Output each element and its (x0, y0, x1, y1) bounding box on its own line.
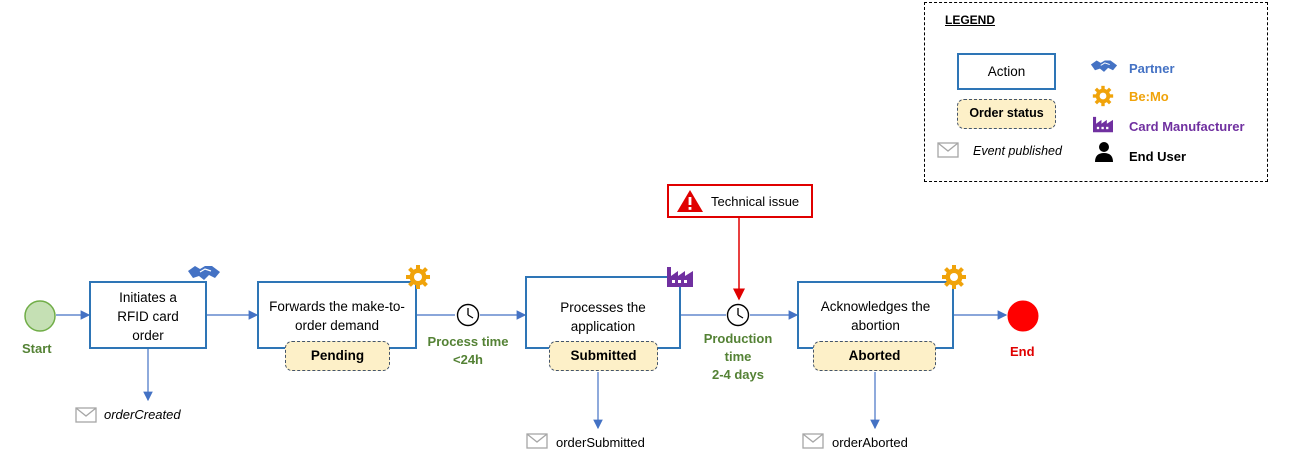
event-order-created: orderCreated (104, 407, 181, 422)
factory-icon (1093, 116, 1113, 133)
timer-label-line: Production (703, 331, 773, 346)
action-label: Acknowledges the abortion (820, 299, 931, 333)
start-node (24, 300, 56, 332)
end-label: End (1010, 344, 1035, 359)
status-badge-pending: Pending (285, 341, 390, 371)
legend-title: LEGEND (945, 13, 996, 27)
legend-action-label: Action (987, 64, 1026, 79)
legend-role-card-manufacturer: Card Manufacturer (1129, 119, 1245, 134)
envelope-icon (937, 142, 959, 158)
handshake-icon (188, 266, 220, 280)
timer-label-line: time (724, 349, 752, 364)
action-box-acknowledge-abortion: Acknowledges the abortion (797, 281, 954, 349)
action-box-initiate-order: Initiates a RFID card order (89, 281, 207, 349)
end-node (1007, 300, 1039, 332)
timer-label-line: Process time (427, 334, 509, 349)
envelope-icon (75, 407, 97, 423)
event-order-aborted: orderAborted (832, 435, 908, 450)
action-label: Processes the application (560, 300, 646, 334)
legend-action-box: Action (957, 53, 1056, 90)
technical-issue-label: Technical issue (711, 194, 800, 209)
legend-event-label: Event published (973, 144, 1062, 158)
action-label: Initiates a RFID card order (117, 290, 179, 343)
warning-icon (677, 190, 703, 212)
status-badge-submitted: Submitted (549, 341, 658, 371)
handshake-icon (1090, 60, 1118, 72)
clock-icon (456, 303, 480, 327)
legend-role-end-user: End User (1129, 149, 1187, 164)
action-box-process-application: Processes the application (525, 276, 681, 349)
legend-role-bemo: Be:Mo (1129, 89, 1169, 104)
production-time-label: Production time 2-4 days (688, 330, 788, 384)
legend-status-badge: Order status (957, 99, 1056, 129)
clock-icon (726, 303, 750, 327)
factory-icon (667, 267, 693, 287)
timer-label-line: <24h (453, 352, 483, 367)
process-time-label: Process time <24h (418, 333, 518, 369)
event-order-submitted: orderSubmitted (556, 435, 645, 450)
envelope-icon (526, 433, 548, 449)
gear-icon (1092, 85, 1114, 107)
action-label: Forwards the make-to-order demand (269, 299, 405, 333)
legend: LEGEND Action Order status Event publish… (924, 2, 1268, 182)
envelope-icon (802, 433, 824, 449)
timer-label-line: 2-4 days (711, 367, 765, 382)
status-badge-aborted: Aborted (813, 341, 936, 371)
action-box-forward-demand: Forwards the make-to-order demand (257, 281, 417, 349)
gear-icon (406, 265, 430, 289)
start-label: Start (22, 341, 52, 356)
legend-role-partner: Partner (1129, 61, 1175, 76)
technical-issue-box: Technical issue (667, 184, 813, 218)
person-icon (1095, 142, 1113, 162)
gear-icon (942, 265, 966, 289)
